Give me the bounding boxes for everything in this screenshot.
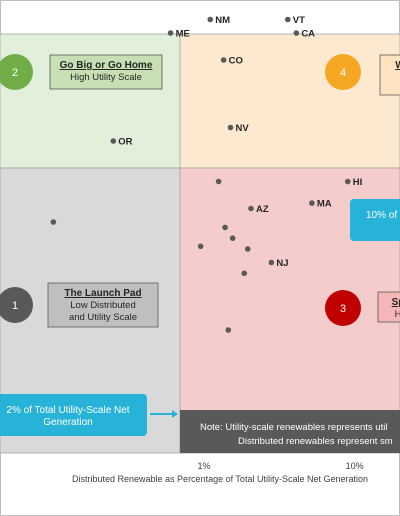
state-label-or: OR [118, 137, 132, 148]
chart-note-line-2: Distributed renewables represent sm [238, 436, 393, 447]
quadrant-q2-bg [0, 33, 181, 169]
state-point-ca [293, 30, 300, 36]
quadrant-q3-label-box [377, 291, 400, 323]
quadrant-q1-label-box [47, 282, 159, 328]
quadrant-q4-title: W [395, 60, 400, 71]
state-label-vt: VT [293, 15, 305, 26]
state-label-co: CO [229, 56, 243, 67]
state-label-hi: HI [353, 177, 363, 188]
state-point-or [110, 138, 117, 144]
state-point-ma [309, 200, 315, 206]
state-point [222, 224, 228, 231]
quadrant-q3-badge [325, 290, 361, 326]
state-point-az [248, 205, 254, 212]
quadrant-q1-number: 1 [12, 300, 18, 312]
quadrant-q2-title: Go Big or Go Home [60, 60, 153, 71]
quadrant-q1-title: The Launch Pad [64, 288, 141, 299]
quadrant-q4-label-box [379, 54, 400, 96]
quadrant-q1-subtitle: Low Distributed [70, 300, 135, 311]
state-point-hi [344, 178, 351, 185]
quadrant-q4-bg [179, 33, 400, 169]
state-label-az: AZ [256, 204, 269, 215]
x-axis-label: Distributed Renewable as Percentage of T… [72, 474, 368, 484]
state-point-nv [227, 124, 234, 131]
quadrant-q3-number: 3 [340, 303, 346, 315]
state-point-co [220, 57, 227, 63]
quadrant-q2-badge [0, 54, 33, 90]
state-point [225, 327, 232, 333]
state-point [241, 270, 248, 277]
state-point-vt [285, 16, 291, 23]
quadrant-q1-badge [0, 287, 33, 323]
state-point [229, 235, 236, 241]
chart-note-line-1: Note: Utility-scale renewables represent… [200, 422, 387, 433]
x-tick-label: 10% [346, 461, 364, 471]
quadrant-q2-number: 2 [12, 67, 18, 79]
state-point [197, 243, 204, 250]
state-label-ma: MA [317, 199, 332, 210]
quadrant-q3-title: Sp [392, 297, 400, 308]
state-point-nm [207, 16, 214, 23]
quadrant-q3-subtitle: H [395, 309, 400, 320]
quadrant-q2-subtitle: High Utility Scale [70, 72, 142, 83]
state-point-nj [268, 259, 275, 266]
quadrant-q4-number: 4 [340, 67, 346, 79]
quadrant-q4-badge [325, 54, 361, 90]
state-point [215, 178, 222, 185]
state-label-nj: NJ [276, 258, 288, 269]
state-point [50, 219, 57, 225]
chart-note: Note: Utility-scale renewables represent… [180, 410, 400, 453]
state-label-nv: NV [236, 123, 250, 134]
x-tick-label: 1% [197, 461, 210, 471]
distributed-threshold-callout-text: 10% of [366, 210, 397, 221]
state-label-ca: CA [301, 29, 315, 40]
state-point-me [167, 30, 174, 36]
distributed-threshold-callout: 10% of [350, 199, 400, 241]
quadrant-q2-label-box [49, 54, 163, 90]
state-label-me: ME [176, 29, 190, 40]
state-point [244, 246, 251, 252]
state-label-nm: NM [215, 15, 230, 26]
quadrant-q1-subtitle: and Utility Scale [69, 312, 137, 323]
